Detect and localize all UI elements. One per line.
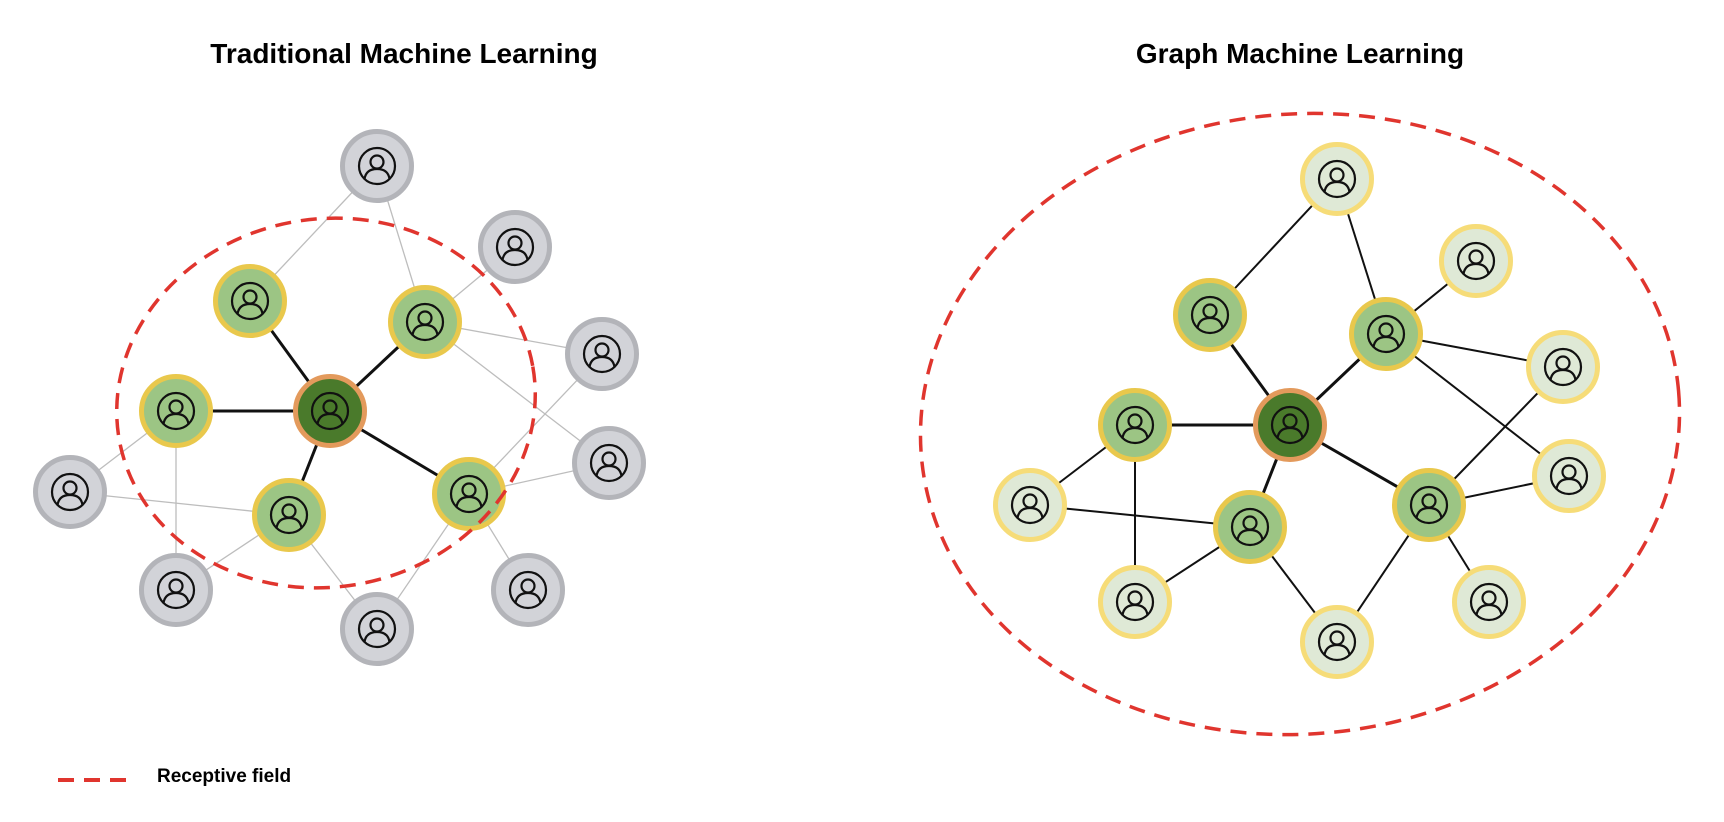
outer-node: [340, 592, 414, 666]
user-icon: [269, 495, 309, 535]
user-icon: [1115, 582, 1155, 622]
user-icon: [156, 391, 196, 431]
edge: [424, 321, 610, 464]
neighbor-node: [1213, 490, 1287, 564]
outer-node: [572, 426, 646, 500]
user-icon: [1456, 241, 1496, 281]
neighbor-node: [139, 374, 213, 448]
outer-node: [1300, 605, 1374, 679]
target-node: [293, 374, 367, 448]
user-icon: [1190, 295, 1230, 335]
neighbor-node: [1349, 297, 1423, 371]
user-icon: [1469, 582, 1509, 622]
outer-node: [1452, 565, 1526, 639]
edge: [1385, 333, 1570, 477]
target-node: [1253, 388, 1327, 462]
neighbor-node: [1098, 388, 1172, 462]
neighbor-node: [388, 285, 462, 359]
outer-node: [340, 129, 414, 203]
user-icon: [357, 609, 397, 649]
user-icon: [405, 302, 445, 342]
user-icon: [1230, 507, 1270, 547]
outer-node: [139, 553, 213, 627]
user-icon: [156, 570, 196, 610]
outer-node: [478, 210, 552, 284]
outer-node: [1439, 224, 1513, 298]
neighbor-node: [1392, 468, 1466, 542]
outer-node: [33, 455, 107, 529]
user-icon: [495, 227, 535, 267]
outer-node: [1300, 142, 1374, 216]
outer-node: [565, 317, 639, 391]
legend-label: Receptive field: [157, 766, 292, 787]
receptive-field-boundary: [114, 216, 538, 590]
user-icon: [1010, 485, 1050, 525]
user-icon: [50, 472, 90, 512]
neighbor-node: [252, 478, 326, 552]
user-icon: [1115, 405, 1155, 445]
user-icon: [357, 146, 397, 186]
user-icon: [449, 474, 489, 514]
user-icon: [582, 334, 622, 374]
outer-node: [993, 468, 1067, 542]
user-icon: [1549, 456, 1589, 496]
graph-ml-panel: [918, 111, 1682, 737]
user-icon: [230, 281, 270, 321]
traditional-ml-title: Traditional Machine Learning: [210, 38, 598, 69]
user-icon: [1409, 485, 1449, 525]
neighbor-node: [1173, 278, 1247, 352]
user-icon: [1366, 314, 1406, 354]
user-icon: [1317, 622, 1357, 662]
outer-node: [1532, 439, 1606, 513]
outer-node: [1098, 565, 1172, 639]
user-icon: [1270, 405, 1310, 445]
user-icon: [1317, 159, 1357, 199]
traditional-ml-panel: [33, 129, 646, 666]
receptive-field-boundary: [918, 111, 1682, 737]
graph-ml-title: Graph Machine Learning: [1135, 38, 1465, 69]
outer-node: [491, 553, 565, 627]
neighbor-node: [432, 457, 506, 531]
user-icon: [589, 443, 629, 483]
user-icon: [1543, 347, 1583, 387]
user-icon: [508, 570, 548, 610]
outer-node: [1526, 330, 1600, 404]
user-icon: [310, 391, 350, 431]
neighbor-node: [213, 264, 287, 338]
